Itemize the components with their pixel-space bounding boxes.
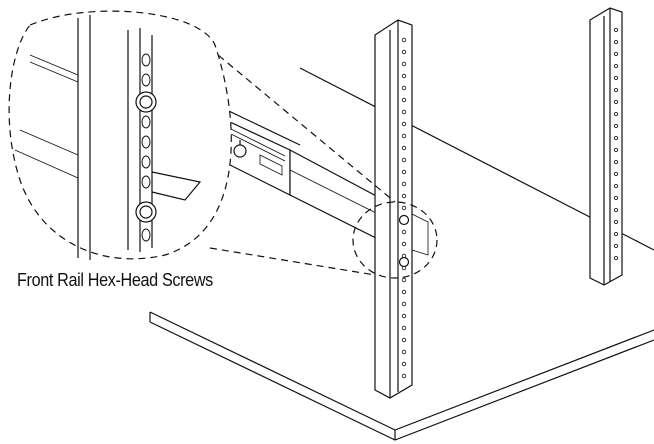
hex-head-screw-icon	[135, 91, 157, 113]
rear-rack-post	[589, 7, 623, 286]
callout-leader-lines	[199, 39, 396, 276]
front-rack-post	[374, 19, 413, 399]
front-hex-screw-icon	[398, 256, 410, 268]
detail-callout-circle	[352, 201, 438, 279]
hex-head-screw-icon	[135, 201, 157, 223]
magnified-detail	[8, 10, 232, 260]
detail-caption: Front Rail Hex-Head Screws	[17, 270, 213, 290]
front-hex-screw-icon	[398, 214, 410, 226]
rail-screw-icon	[233, 144, 247, 158]
